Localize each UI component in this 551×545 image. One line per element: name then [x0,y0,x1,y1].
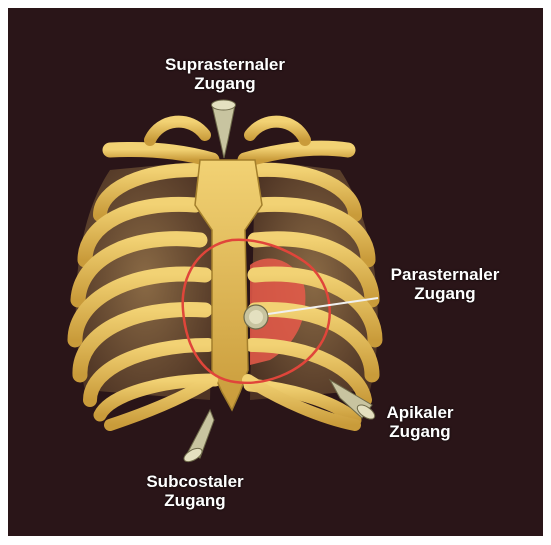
suprasternal-label: Suprasternaler Zugang [145,55,305,93]
apical-label-line2: Zugang [365,422,475,441]
subcostal-label-line1: Subcostaler [120,472,270,491]
suprasternal-label-line1: Suprasternaler [145,55,305,74]
subcostal-label: Subcostaler Zugang [120,472,270,510]
parasternal-label-line1: Parasternaler [370,265,520,284]
subcostal-label-line2: Zugang [120,491,270,510]
suprasternal-label-line2: Zugang [145,74,305,93]
parasternal-label: Parasternaler Zugang [370,265,520,303]
apical-label-line1: Apikaler [365,403,475,422]
apical-label: Apikaler Zugang [365,403,475,441]
parasternal-label-line2: Zugang [370,284,520,303]
